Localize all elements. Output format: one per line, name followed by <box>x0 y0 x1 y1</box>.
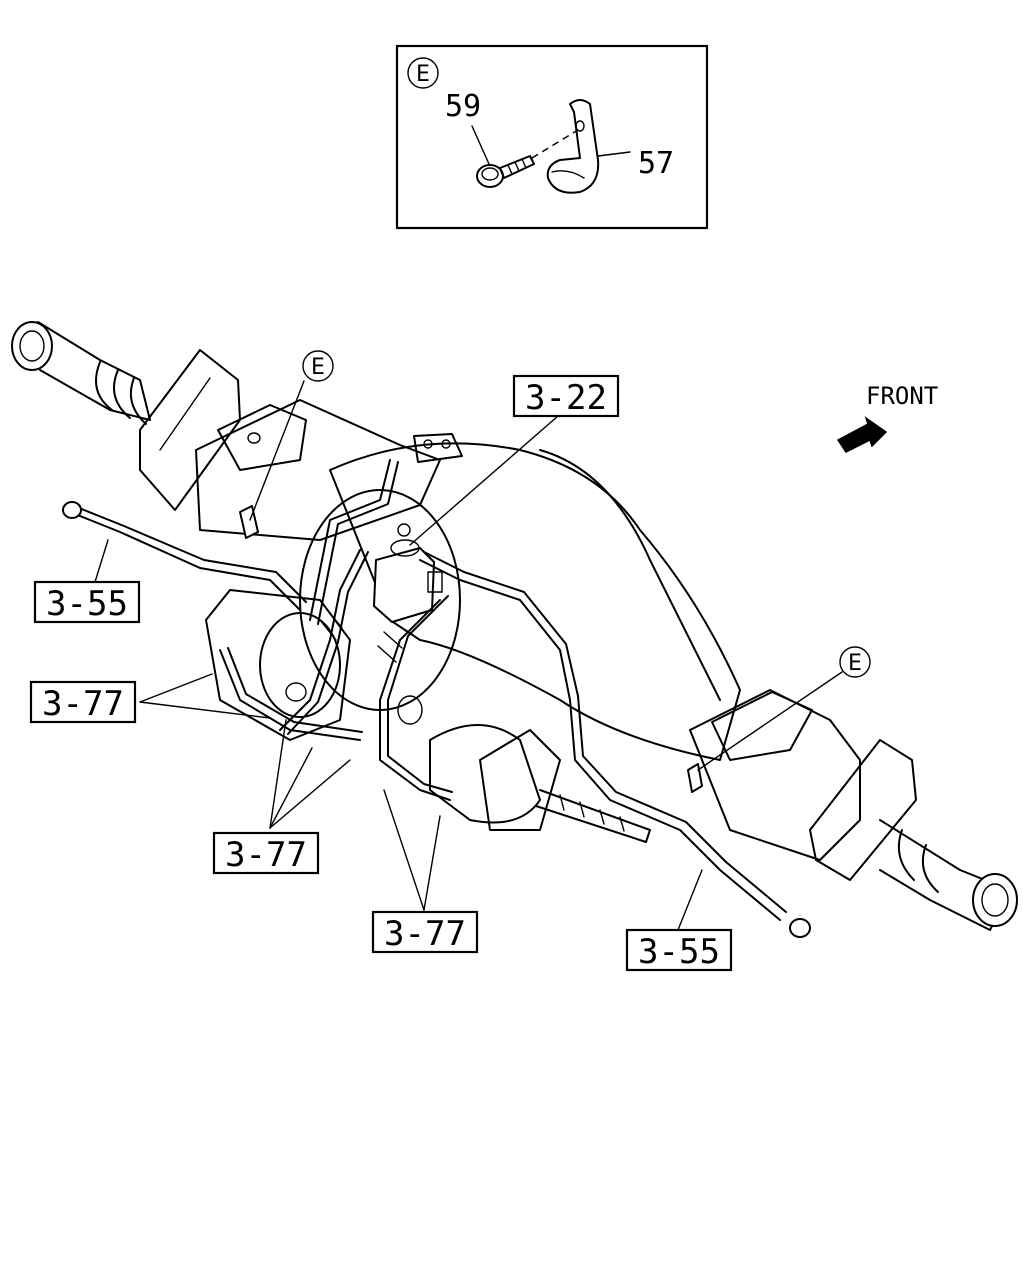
callout-3-55-right[interactable]: 3-55 <box>625 928 733 972</box>
detail-box-e: E 59 57 <box>395 44 709 230</box>
e-marker-left: E <box>302 350 334 382</box>
left-brake-chamber <box>205 589 351 741</box>
left-housing <box>195 399 441 541</box>
callout-3-77-b[interactable]: 3-77 <box>212 831 320 875</box>
detail-frame <box>395 44 709 230</box>
center-housing <box>329 442 741 761</box>
callout-3-77-c-label: 3-77 <box>384 914 466 954</box>
e-marker-right-label: E <box>848 651 862 676</box>
callout-3-77-b-label: 3-77 <box>225 835 307 875</box>
callout-3-22[interactable]: 3-22 <box>512 374 620 418</box>
right-hub <box>879 819 1018 931</box>
right-flange <box>809 739 917 881</box>
callout-3-77-a[interactable]: 3-77 <box>29 680 137 724</box>
front-arrow-icon <box>836 416 888 453</box>
callout-3-22-label: 3-22 <box>525 378 607 418</box>
callout-3-55-right-label: 3-55 <box>638 932 720 972</box>
detail-marker-label: E <box>416 62 430 87</box>
bolt-icon <box>476 129 579 188</box>
top-bracket <box>413 433 463 463</box>
pipe-clip-icon <box>546 99 600 194</box>
right-housing <box>689 689 861 861</box>
left-hub <box>11 321 151 425</box>
part-number-59: 59 <box>445 89 481 124</box>
rear-axle-assembly <box>11 321 1018 938</box>
e-marker-right: E <box>839 646 871 678</box>
leader-57 <box>597 151 631 157</box>
callout-3-77-a-label: 3-77 <box>42 684 124 724</box>
brake-pipes <box>62 459 811 938</box>
right-brake-chamber <box>429 724 651 843</box>
callout-3-55-left-label: 3-55 <box>46 584 128 624</box>
front-label: FRONT <box>866 382 938 410</box>
callout-3-77-c[interactable]: 3-77 <box>371 910 479 954</box>
pipe-clip-right <box>687 763 703 793</box>
front-indicator: FRONT <box>836 382 938 453</box>
relay-valve <box>373 523 443 623</box>
leader-lines <box>94 380 843 931</box>
pipe-clip-left <box>239 505 259 539</box>
part-number-57: 57 <box>638 146 674 181</box>
left-flange <box>139 349 241 511</box>
leader-59 <box>471 125 490 165</box>
detail-marker-circle <box>407 57 439 89</box>
callout-3-55-left[interactable]: 3-55 <box>33 580 141 624</box>
e-marker-left-label: E <box>311 355 325 380</box>
